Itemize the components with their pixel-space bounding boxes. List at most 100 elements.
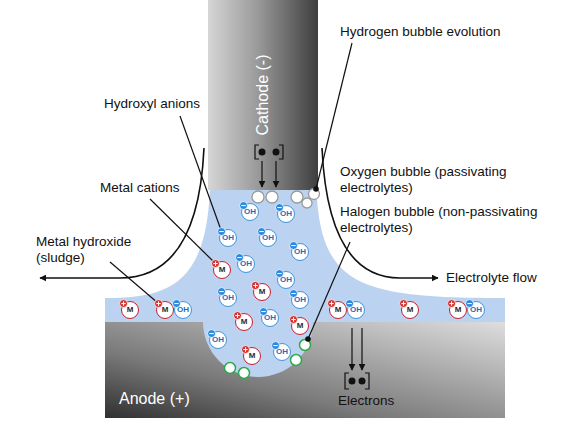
ion-symbol: M — [259, 288, 266, 296]
charge-dot — [290, 242, 298, 250]
ion-symbol: M — [407, 306, 414, 314]
charge-dot — [276, 270, 284, 278]
ion-symbol: OH — [280, 276, 292, 284]
charge-sign — [209, 333, 213, 334]
charge-sign — [174, 303, 178, 304]
charge-sign — [347, 303, 351, 304]
negative-charge — [260, 308, 268, 316]
charge-sign — [293, 317, 294, 321]
charge-dot — [240, 202, 248, 210]
positive-charge — [328, 300, 336, 308]
charge-sign — [219, 291, 223, 292]
charge-sign — [123, 301, 124, 305]
leader-line — [308, 242, 350, 339]
anode-body — [105, 322, 505, 418]
bubble — [239, 368, 250, 379]
callout-label: Metal cations — [100, 180, 210, 196]
ion-symbol: OH — [294, 296, 306, 304]
positive-charge — [252, 282, 260, 290]
charge-dot — [212, 260, 220, 268]
charge-dot — [448, 300, 456, 308]
charge-sign — [291, 293, 295, 294]
bubble — [225, 363, 236, 374]
electron — [349, 378, 356, 385]
ion-symbol: M — [162, 306, 169, 314]
electron-arrow — [361, 328, 362, 370]
leader-line — [150, 199, 216, 264]
electron-arrow — [275, 161, 276, 187]
bracket — [255, 145, 283, 159]
ion-symbol: OH — [264, 314, 276, 322]
charge-sign — [241, 205, 245, 206]
charge-dot — [260, 308, 268, 316]
positive-charge — [234, 312, 242, 320]
electron — [273, 149, 280, 156]
electrode-label: Cathode (-) — [254, 55, 272, 136]
negative-charge — [346, 300, 354, 308]
positive-charge — [212, 260, 220, 268]
charge-sign — [331, 301, 332, 305]
charge-dot — [208, 330, 216, 338]
bubble — [291, 355, 302, 366]
ion-symbol: OH — [276, 348, 288, 356]
charge-dot — [218, 288, 226, 296]
leader-dot — [313, 186, 319, 192]
negative-charge — [276, 270, 284, 278]
charge-sign — [255, 283, 256, 287]
positive-charge — [290, 316, 298, 324]
negative-charge — [466, 300, 474, 308]
charge-dot — [120, 300, 128, 308]
ion-symbol: OH — [280, 210, 292, 218]
positive-charge — [242, 346, 250, 354]
charge-sign — [277, 273, 281, 274]
positive-charge — [120, 300, 128, 308]
charge-dot — [236, 254, 244, 262]
cathode: Cathode (-) — [208, 0, 318, 190]
negative-charge — [218, 288, 226, 296]
anode-electrons — [345, 328, 369, 389]
charge-sign — [259, 231, 263, 232]
hydrogen-bubbles — [252, 189, 320, 209]
leader-line — [180, 116, 222, 232]
charge-dot — [173, 300, 181, 308]
negative-charge — [258, 228, 266, 236]
bracket — [345, 373, 369, 389]
charge-sign — [273, 345, 277, 346]
charge-sign — [261, 311, 265, 312]
ion-symbol: OH — [470, 306, 482, 314]
callout-label: Electrons — [338, 393, 428, 409]
anode-bubbles — [225, 340, 311, 379]
negative-charge — [290, 242, 298, 250]
negative-charge — [208, 330, 216, 338]
charge-sign — [158, 301, 159, 305]
electrode-label: Anode (+) — [119, 390, 190, 408]
callout-label: Hydrogen bubble evolution — [340, 24, 540, 40]
electron — [259, 149, 266, 156]
negative-charge — [236, 254, 244, 262]
charge-sign — [451, 301, 452, 305]
ion-symbol: M — [335, 306, 342, 314]
charge-dot — [252, 282, 260, 290]
callout-label: Electrolyte flow — [446, 270, 576, 286]
charge-dot — [466, 300, 474, 308]
positive-charge — [400, 300, 408, 308]
ion-symbol: OH — [177, 306, 189, 314]
callout-label: Halogen bubble (non-passivating electrol… — [340, 204, 555, 235]
charge-sign — [219, 231, 223, 232]
bubble — [266, 191, 278, 203]
charge-dot — [328, 300, 336, 308]
ion-symbol: OH — [262, 234, 274, 242]
ion-symbol: OH — [240, 260, 252, 268]
negative-charge — [272, 342, 280, 350]
positive-charge — [155, 300, 163, 308]
callout-label: Oxygen bubble (passivating electrolytes) — [340, 164, 530, 195]
ion-symbol: OH — [222, 294, 234, 302]
charge-dot — [346, 300, 354, 308]
charge-sign — [467, 303, 471, 304]
ion-symbol: OH — [350, 306, 362, 314]
charge-sign — [291, 245, 295, 246]
negative-charge — [276, 204, 284, 212]
charge-dot — [258, 228, 266, 236]
ion-symbol: OH — [294, 248, 306, 256]
charge-sign — [237, 313, 238, 317]
